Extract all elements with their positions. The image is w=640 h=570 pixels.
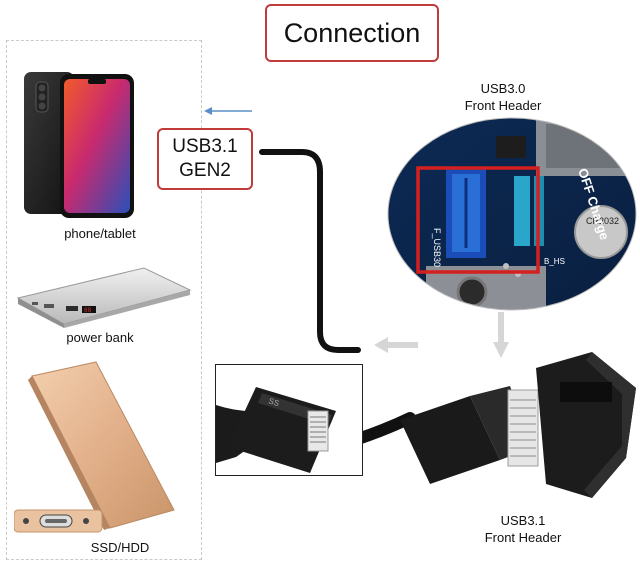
usb31-header-label: USB3.1 Front Header xyxy=(468,512,578,546)
usb-label-line1: USB3.1 xyxy=(172,136,238,157)
page-title: Connection xyxy=(283,17,421,48)
svg-text:B_HS: B_HS xyxy=(544,257,565,266)
phone-image xyxy=(24,72,134,218)
type-e-connector-closeup: SS xyxy=(216,387,336,473)
phone-caption: phone/tablet xyxy=(64,226,136,241)
svg-text:CR2032: CR2032 xyxy=(586,216,619,226)
power-bank-caption: power bank xyxy=(66,330,134,345)
svg-text:SS: SS xyxy=(267,396,280,408)
title-box: Connection xyxy=(265,4,439,62)
usb-label-line2: GEN2 xyxy=(179,160,231,181)
power-bank-image: 88 xyxy=(16,267,192,328)
usb31-label-line1: USB3.1 xyxy=(500,513,546,528)
adapter-connector-image xyxy=(400,352,636,498)
usb30-label-line1: USB3.0 xyxy=(480,81,526,96)
gray-arrow-down-icon xyxy=(493,312,509,358)
svg-text:88: 88 xyxy=(84,307,92,314)
device-panel xyxy=(6,40,202,560)
connector-inset: SS xyxy=(215,364,363,476)
ssd-port-closeup xyxy=(14,509,103,533)
motherboard-closeup: CR2032 OFF Charge F_USB30 B_HS xyxy=(387,117,637,311)
usb-gen2-label: USB3.1 GEN2 xyxy=(157,128,253,190)
svg-text:F_USB30: F_USB30 xyxy=(432,228,442,267)
gray-arrow-left-icon xyxy=(374,337,418,353)
ssd-caption: SSD/HDD xyxy=(90,540,150,555)
usb30-header-label: USB3.0 Front Header xyxy=(448,80,558,114)
usb31-label-line2: Front Header xyxy=(484,530,562,545)
ssd-enclosure-image xyxy=(28,361,175,530)
usb30-label-line2: Front Header xyxy=(464,98,542,113)
arrow-left-icon xyxy=(204,107,252,115)
